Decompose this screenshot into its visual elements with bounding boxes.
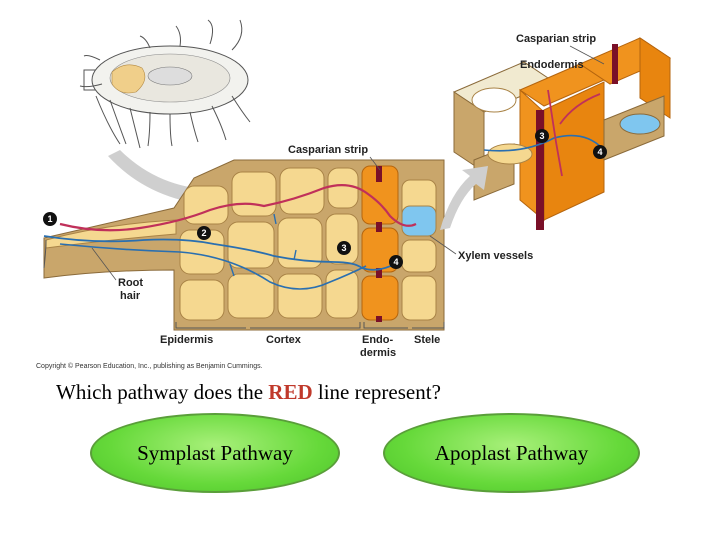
label-endodermis-bottom-line1: Endo- bbox=[362, 334, 393, 346]
svg-text:2: 2 bbox=[201, 228, 206, 238]
label-root-hair-line1: Root bbox=[118, 277, 143, 289]
question-text: Which pathway does the RED line represen… bbox=[56, 380, 441, 405]
tissue-section bbox=[43, 159, 445, 331]
label-endodermis-bottom-line2: dermis bbox=[360, 347, 396, 359]
label-stele: Stele bbox=[414, 334, 440, 346]
apoplast-pathway-button[interactable]: Apoplast Pathway bbox=[383, 413, 640, 493]
symplast-pathway-button[interactable]: Symplast Pathway bbox=[90, 413, 340, 493]
label-casparian-strip-top: Casparian strip bbox=[516, 33, 596, 45]
marker-4-block: 4 bbox=[593, 145, 607, 159]
label-root-hair-line2: hair bbox=[120, 290, 141, 302]
label-cortex: Cortex bbox=[266, 334, 302, 346]
svg-text:3: 3 bbox=[539, 131, 544, 141]
label-epidermis: Epidermis bbox=[160, 334, 213, 346]
marker-2: 2 bbox=[197, 226, 211, 240]
question-highlight: RED bbox=[268, 380, 313, 404]
svg-text:3: 3 bbox=[341, 243, 346, 253]
marker-3-block: 3 bbox=[535, 129, 549, 143]
root-cross-section bbox=[79, 19, 251, 149]
question-prefix: Which pathway does the bbox=[56, 380, 269, 404]
svg-text:1: 1 bbox=[47, 214, 52, 224]
label-endodermis-top: Endodermis bbox=[520, 59, 584, 71]
apoplast-pathway-label: Apoplast Pathway bbox=[434, 440, 589, 465]
symplast-pathway-label: Symplast Pathway bbox=[137, 440, 293, 465]
zoom-arrow-right bbox=[440, 166, 488, 230]
marker-3: 3 bbox=[337, 241, 351, 255]
red-pathway-line bbox=[59, 183, 417, 232]
question-suffix: line represent? bbox=[312, 380, 441, 404]
label-casparian-strip-mid: Casparian strip bbox=[288, 144, 368, 156]
label-xylem-vessels: Xylem vessels bbox=[458, 250, 533, 262]
root-pathway-diagram: Casparian strip Endodermis Casparian str… bbox=[36, 19, 672, 370]
svg-text:4: 4 bbox=[393, 257, 398, 267]
copyright-text: Copyright © Pearson Education, Inc., pub… bbox=[36, 362, 263, 370]
marker-4: 4 bbox=[389, 255, 403, 269]
endodermis-3d-block bbox=[452, 37, 672, 230]
svg-text:4: 4 bbox=[597, 147, 602, 157]
marker-1: 1 bbox=[43, 212, 57, 226]
